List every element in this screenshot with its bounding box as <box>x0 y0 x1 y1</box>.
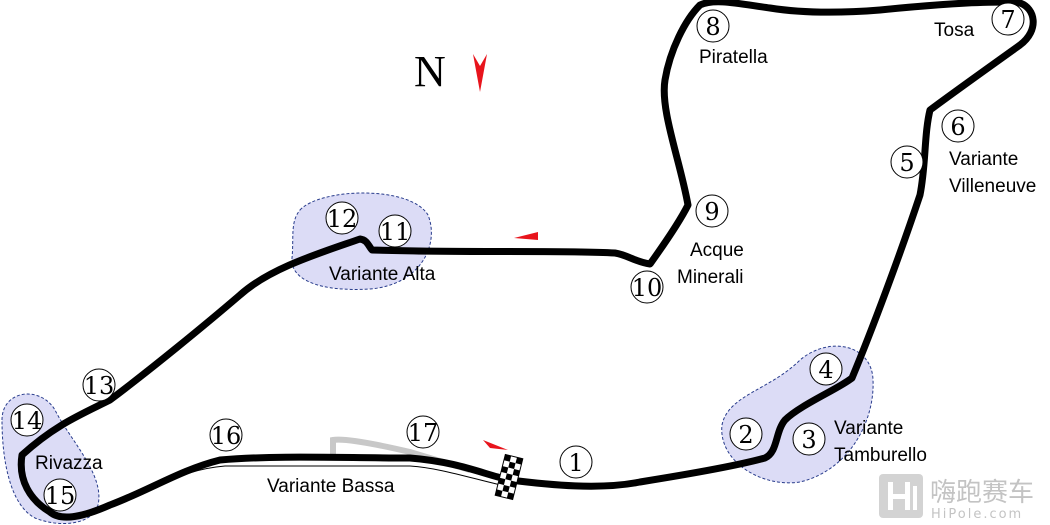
corner-marker: 13 <box>82 368 116 402</box>
corner-number: 4 <box>818 356 833 384</box>
start-finish-line <box>494 453 524 501</box>
corner-number: 10 <box>632 274 663 302</box>
corner-marker: 8 <box>696 9 730 43</box>
label-piratella: Piratella <box>699 47 768 68</box>
label-variante-alta: Variante Alta <box>329 264 436 285</box>
corner-marker: 4 <box>809 352 843 386</box>
corner-number: 7 <box>1000 6 1015 34</box>
direction-flag-icon <box>483 440 508 450</box>
direction-flag-icon <box>514 232 538 240</box>
pit-lane <box>330 436 471 473</box>
corner-number: 8 <box>705 13 720 41</box>
label-tosa: Tosa <box>934 20 975 41</box>
label-rivazza: Rivazza <box>35 453 103 474</box>
corner-marker: 1 <box>559 445 593 479</box>
corner-marker: 2 <box>729 417 763 451</box>
watermark-name: 嗨跑赛车 <box>930 478 1034 508</box>
corner-number: 12 <box>327 205 358 233</box>
corner-markers: 1 2 3 4 5 6 7 8 9 10 11 12 13 14 15 16 1… <box>10 2 1025 512</box>
corner-number: 11 <box>380 218 411 246</box>
corner-marker: 5 <box>890 145 924 179</box>
corner-marker: 16 <box>209 418 243 452</box>
label-variante-villeneuve-line2: Villeneuve <box>949 176 1036 197</box>
corner-marker: 11 <box>378 214 412 248</box>
corner-number: 9 <box>704 198 719 226</box>
north-arrow-icon <box>473 54 487 92</box>
corner-number: 1 <box>568 449 583 477</box>
watermark-site: HiPole.com <box>931 507 1023 522</box>
corner-marker: 14 <box>10 403 44 437</box>
label-acque-minerali-line1: Acque <box>690 240 744 261</box>
compass: N <box>414 47 487 96</box>
label-acque-minerali-line2: Minerali <box>677 267 744 288</box>
corner-number: 5 <box>899 149 914 177</box>
corner-labels: Tosa Piratella Variante Villeneuve Acque… <box>35 20 1036 497</box>
label-variante-bassa: Variante Bassa <box>267 476 395 497</box>
track-outline <box>17 0 1037 521</box>
corner-number: 15 <box>45 482 76 510</box>
compass-letter: N <box>414 47 446 96</box>
corner-number: 6 <box>950 113 965 141</box>
hipole-logo-icon <box>879 474 923 518</box>
corner-marker: 3 <box>792 422 826 456</box>
corner-number: 13 <box>84 372 115 400</box>
label-variante-villeneuve-line1: Variante <box>949 149 1018 170</box>
corner-number: 2 <box>738 421 753 449</box>
label-variante-tamburello-line2: Tamburello <box>834 445 927 466</box>
variante-bassa-detail <box>149 465 506 490</box>
corner-number: 3 <box>801 426 816 454</box>
corner-number: 17 <box>408 419 439 447</box>
corner-number: 14 <box>12 407 43 435</box>
watermark: 嗨跑赛车 HiPole.com <box>879 474 1034 522</box>
corner-number: 16 <box>211 422 242 450</box>
label-variante-tamburello-line1: Variante <box>834 418 903 439</box>
corner-marker: 6 <box>941 109 975 143</box>
corner-marker: 12 <box>325 201 359 235</box>
corner-marker: 10 <box>630 270 664 304</box>
corner-marker: 9 <box>695 194 729 228</box>
corner-marker: 17 <box>406 415 440 449</box>
corner-marker: 7 <box>991 2 1025 36</box>
corner-marker: 15 <box>43 478 77 512</box>
